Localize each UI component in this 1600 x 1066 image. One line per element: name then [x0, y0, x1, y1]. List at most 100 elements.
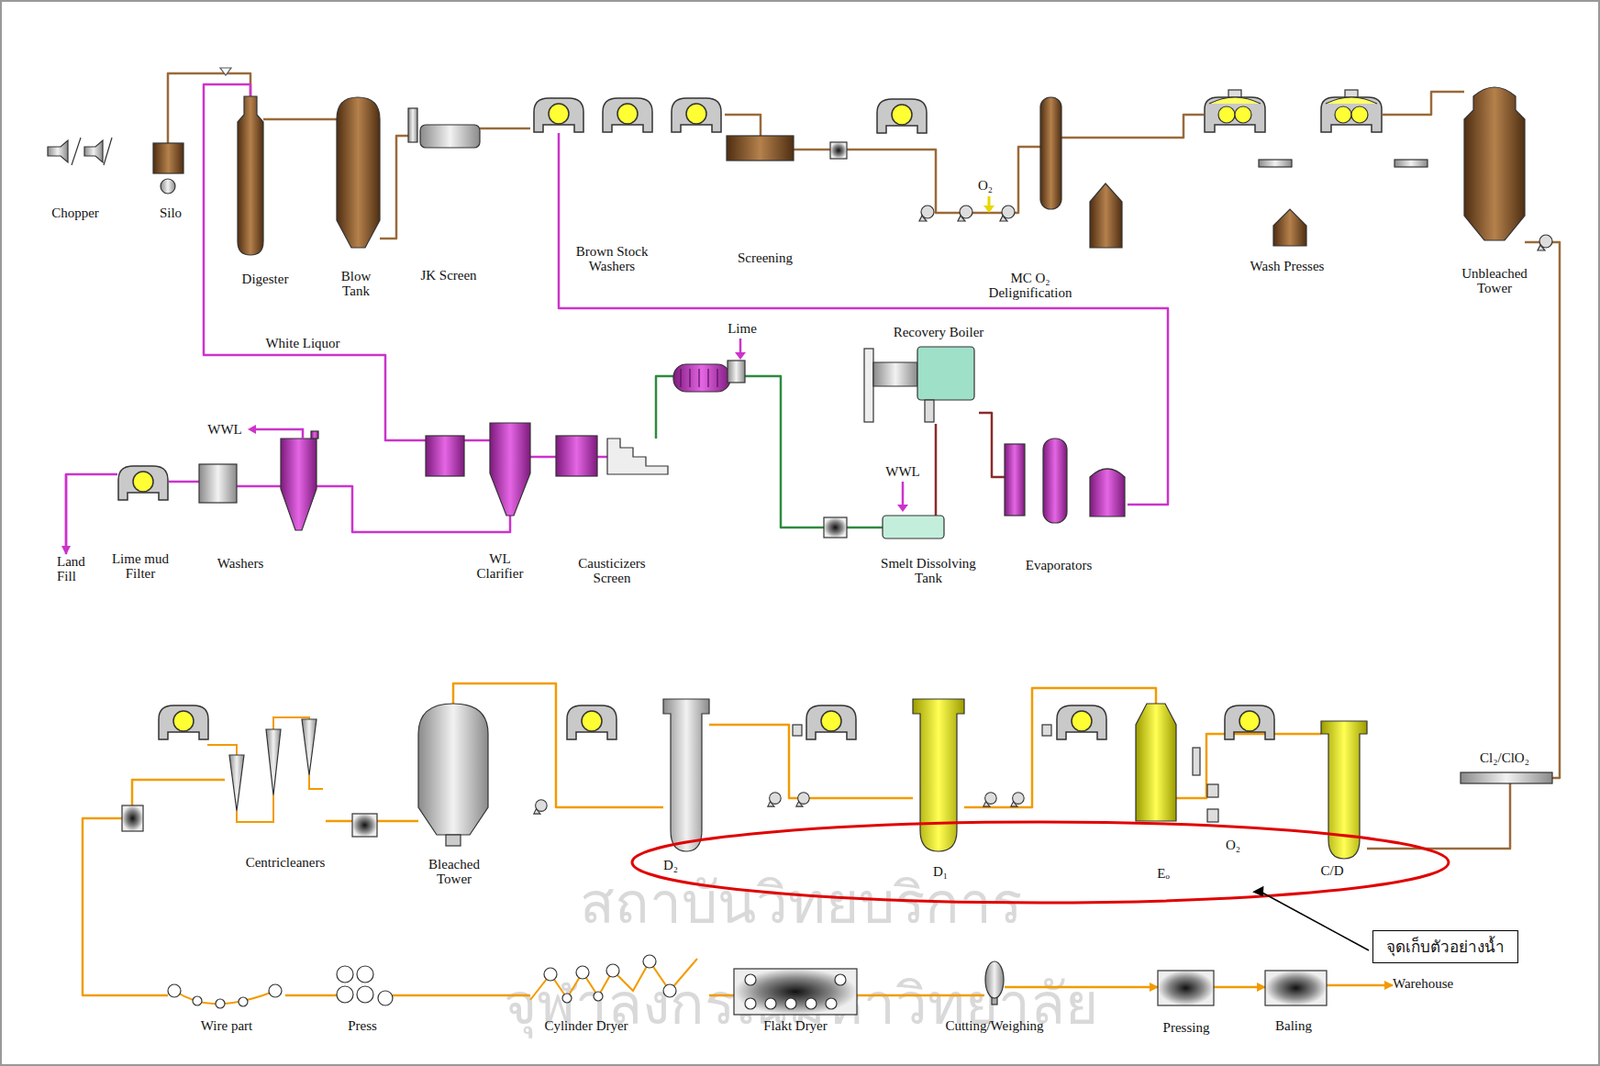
recovery-equipment — [924, 400, 934, 423]
recovery-equipment — [673, 364, 731, 392]
pulping-equipment — [1394, 159, 1428, 167]
recovery-equipment — [864, 348, 874, 423]
process-line — [392, 994, 531, 998]
paper-machine — [663, 984, 677, 998]
equipment-label: Unbleached Tower — [1452, 266, 1537, 296]
process-line — [856, 994, 985, 998]
pulping-equipment — [153, 143, 184, 174]
paper-machine — [593, 991, 603, 1001]
paper-machine — [544, 967, 557, 981]
flow-arrows — [66, 338, 909, 551]
equipment-label: Digester — [242, 271, 289, 287]
bleaching-equipment — [1042, 724, 1052, 736]
process-line — [66, 474, 118, 555]
recovery-equipment — [680, 368, 718, 388]
stream-label: WWL — [885, 464, 920, 480]
pulping-equipment — [919, 205, 934, 222]
flow-arrows — [65, 474, 68, 551]
screening: Screening — [726, 135, 794, 161]
paper-machine — [356, 986, 374, 1003]
callout-leader — [1252, 886, 1268, 900]
process-line — [168, 480, 200, 484]
pulping-equipment — [1089, 183, 1123, 248]
brown-stock-washers: Brown Stock Washers — [530, 96, 725, 134]
bleached-tower: Bleached Tower — [418, 703, 489, 847]
recovery-equipment — [489, 422, 531, 516]
pulping-equipment — [1000, 205, 1015, 222]
bleaching-equipment — [1192, 747, 1200, 776]
o2-feed-arrow — [983, 205, 995, 213]
warehouse: Warehouse — [1392, 976, 1454, 991]
paper-machine — [825, 998, 837, 1010]
equipment-label: Eₒ — [1156, 866, 1169, 881]
pulping-equipment — [1273, 209, 1307, 246]
bleaching-equipment — [1135, 703, 1177, 822]
paper-machine — [336, 966, 354, 983]
stream-label: WWL — [207, 422, 242, 438]
equipment-label: Blow Tank — [334, 268, 378, 299]
process-line — [236, 486, 511, 533]
process-line — [1366, 242, 1560, 849]
bleaching-equipment — [1207, 809, 1219, 823]
bleaching-equipment — [1207, 784, 1219, 798]
wire-part: Wire part — [167, 974, 286, 1006]
equipment-label: Centricleaners — [245, 855, 326, 870]
flakt-dryer: Flakt Dryer — [733, 968, 857, 1015]
evaporators: Evaporators — [1004, 438, 1128, 526]
pulping-equipment — [336, 97, 380, 248]
paper-machine — [733, 968, 857, 1015]
paper-machine — [985, 961, 1004, 999]
equipment-label: Causticizers Screen — [569, 555, 655, 586]
equipment-label: Warehouse — [1392, 976, 1454, 991]
bleaching-equipment — [1056, 705, 1107, 740]
watermark: สถาบันวิทยบริการ — [579, 872, 1023, 935]
recovery-equipment — [823, 517, 847, 538]
recovery-equipment — [199, 464, 237, 503]
sampling-point-ellipse — [632, 822, 1449, 903]
bleaching-equipment — [792, 724, 802, 736]
pulping-equipment — [1464, 87, 1525, 241]
press-section: Press — [336, 965, 393, 1006]
bleach-tower: D₂ — [663, 699, 710, 852]
stream-label: Lime — [727, 321, 757, 337]
paper-machine — [238, 997, 248, 1007]
equipment-label: Flakt Dryer — [763, 1018, 828, 1034]
callout-leader — [1252, 886, 1369, 951]
process-line — [709, 994, 734, 998]
pulping-equipment — [1321, 89, 1382, 133]
equipment-label: Land Fill — [56, 554, 94, 584]
o2-feed-arrow — [983, 196, 995, 213]
equipment-label: Chopper — [51, 205, 100, 221]
process-line — [479, 127, 531, 131]
paper-machine — [268, 984, 282, 998]
cutting-weighing: Cutting/Weighing — [984, 961, 1005, 1005]
pulping-equipment — [602, 98, 653, 133]
lime-mud-filter: Lime mud Filter — [117, 464, 169, 501]
recovery-equipment — [873, 362, 918, 387]
process-line — [82, 779, 225, 996]
recovery-equipment — [1004, 444, 1025, 516]
paper-machine — [192, 996, 202, 1006]
callout-text: จุดเก็บตัวอย่างน้ำ — [1386, 938, 1505, 956]
bleaching-equipment — [806, 705, 856, 740]
process-line — [1382, 91, 1465, 115]
bleaching-equipment — [1224, 705, 1275, 740]
equipment-label: D₂ — [663, 857, 678, 873]
bleaching-equipment — [301, 719, 317, 776]
flow-arrows — [739, 338, 743, 355]
chemical-label: O₂ — [1225, 837, 1241, 854]
paper-machine — [576, 966, 589, 979]
cylinder-dryer: Cylinder Dryer — [530, 954, 710, 1006]
pulping-equipment — [533, 98, 584, 133]
equipment-label: Evaporators — [1025, 557, 1092, 573]
pulping-equipment — [1537, 234, 1553, 251]
recovery-equipment — [555, 435, 598, 477]
paper-machine — [562, 993, 572, 1003]
pulping-equipment — [726, 135, 794, 161]
paper-machine — [215, 999, 225, 1009]
bleaching-equipment — [663, 699, 710, 852]
oxygen-delignification: MC O₂ Delignification — [1040, 97, 1062, 210]
flow-arrows — [247, 424, 256, 434]
